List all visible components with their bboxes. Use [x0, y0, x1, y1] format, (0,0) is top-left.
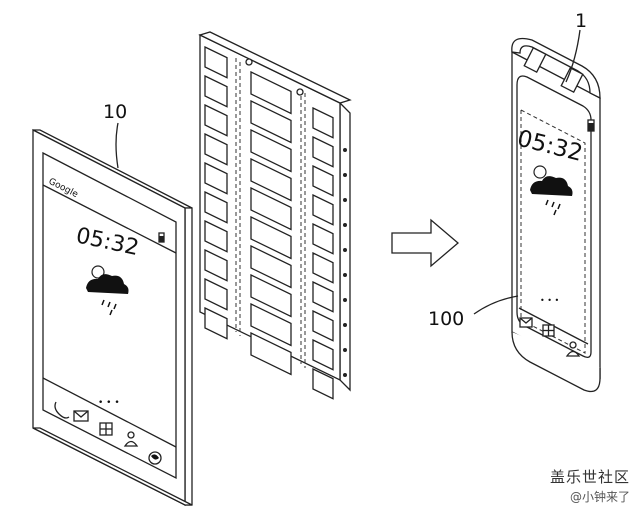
board-pin [343, 248, 347, 252]
leader-line-1 [565, 29, 581, 83]
board-pin [343, 348, 347, 352]
board-cell [312, 222, 334, 255]
curved-phone: 05:32 • • • [511, 37, 601, 393]
board-cell [204, 248, 228, 282]
mail-icon [519, 317, 533, 328]
ref-label-10: 10 [103, 101, 127, 123]
leader-line-10 [115, 122, 119, 169]
board-cell [204, 277, 228, 311]
ref-label-1: 1 [575, 10, 587, 32]
board-pin [343, 323, 347, 327]
page-dots: • • • [98, 398, 120, 408]
board-cell [204, 103, 228, 137]
board-cell [250, 273, 292, 318]
board-cell [204, 306, 228, 340]
board-cell [204, 161, 228, 195]
browser-icon [148, 451, 162, 465]
board-cell [250, 244, 292, 289]
watermark-title: 盖乐世社区 [549, 468, 630, 486]
ref-label-100: 100 [428, 308, 464, 330]
board-cell [250, 70, 292, 115]
board-cell [204, 132, 228, 166]
board-cell [312, 164, 334, 197]
board-pin [343, 148, 347, 152]
board-cell [312, 338, 334, 371]
board-cell [250, 302, 292, 347]
board-pin [343, 298, 347, 302]
mail-icon [73, 410, 89, 422]
board-cell [250, 128, 292, 173]
board-cell [250, 157, 292, 202]
weather-cloud-sun-rain-icon [86, 265, 129, 316]
weather-cloud-sun-rain-icon [530, 165, 573, 216]
board-cell [204, 219, 228, 253]
component-board [198, 31, 352, 400]
person-icon [123, 431, 139, 447]
apps-grid-icon [99, 422, 113, 436]
apps-grid-icon [542, 324, 555, 337]
board-cell [312, 193, 334, 226]
board-pin [343, 173, 347, 177]
board-cell [250, 215, 292, 260]
board-cell [204, 45, 228, 79]
board-pin [343, 373, 347, 377]
board-cell [312, 251, 334, 284]
board-pin [343, 223, 347, 227]
board-cell [312, 106, 334, 139]
watermark-handle: @小钟来了 [569, 490, 630, 504]
leader-line-100 [473, 295, 519, 315]
right-arrow-icon [391, 218, 460, 268]
person-icon [565, 341, 581, 357]
board-cell [250, 331, 292, 376]
page-dots: • • • [540, 296, 559, 305]
board-pin [343, 273, 347, 277]
phone-icon [54, 401, 70, 419]
board-cell [312, 309, 334, 342]
board-cell [250, 99, 292, 144]
board-cell [312, 135, 334, 168]
board-cell [312, 280, 334, 313]
board-pin [343, 198, 347, 202]
flat-phone: Google 05:32 • • • [32, 128, 193, 507]
board-cell [204, 190, 228, 224]
board-cell [250, 186, 292, 231]
board-cell [204, 74, 228, 108]
board-cell [312, 367, 334, 400]
